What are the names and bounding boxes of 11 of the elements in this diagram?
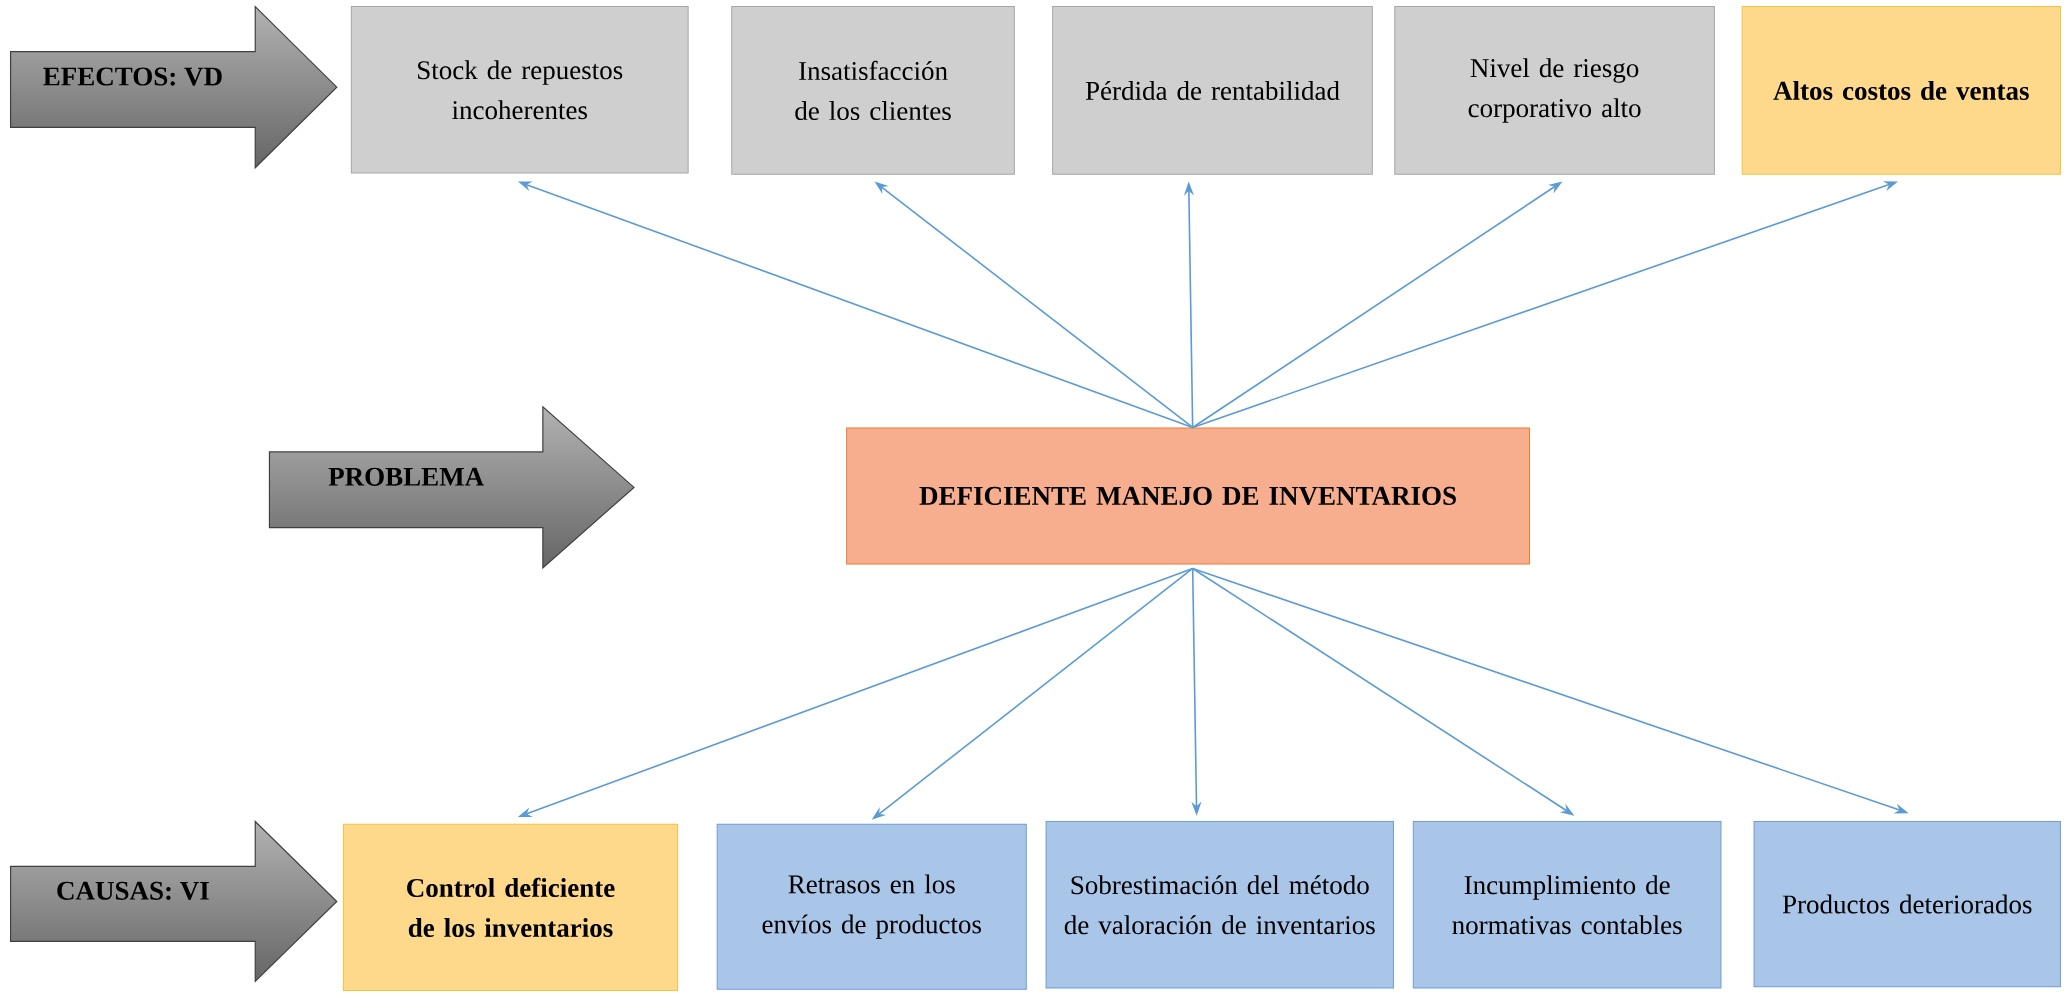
effect-box: Altos costos de ventas xyxy=(1741,6,2061,175)
effect-box: Nivel de riesgo corporativo alto xyxy=(1394,6,1715,175)
effect-box: Pérdida de rentabilidad xyxy=(1052,6,1373,175)
cause-box: Retrasos en los envíos de productos xyxy=(716,823,1027,990)
cause-box: Sobrestimación del método de valoración de inventarios xyxy=(1045,821,1394,989)
effect-box: Stock de repuestos incoherentes xyxy=(350,6,689,174)
cause-box: Productos deteriorados xyxy=(1753,821,2061,988)
cause-box: Incumplimiento de normativas contables xyxy=(1412,821,1722,989)
effect-box: Insatisfacción de los clientes xyxy=(731,6,1015,175)
cause-box: Control deficiente de los inventarios xyxy=(342,823,679,992)
problem-box: DEFICIENTE MANEJO DE INVENTARIOS xyxy=(846,427,1530,565)
